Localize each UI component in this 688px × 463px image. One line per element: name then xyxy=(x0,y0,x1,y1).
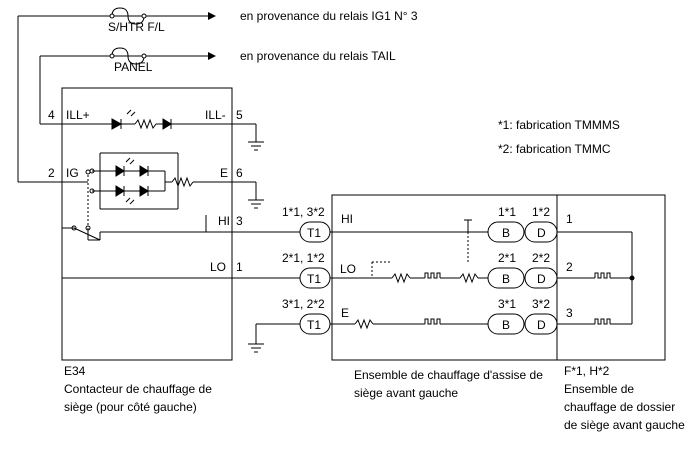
e-heater xyxy=(424,318,441,325)
fuse-panel-label: PANEL xyxy=(114,60,153,74)
t1-e-text: T1 xyxy=(307,318,322,332)
d2-text: D xyxy=(537,272,546,286)
pin-ig: IG xyxy=(66,166,79,180)
back-pin-3: 3 xyxy=(566,306,573,320)
source-tail: en provenance du relais TAIL xyxy=(240,49,396,63)
d3-label: 3*2 xyxy=(532,297,551,311)
b2-text: B xyxy=(502,272,511,286)
arrow-tail xyxy=(208,52,216,60)
arrow-ig1 xyxy=(208,12,216,20)
ig-led-3 xyxy=(115,185,125,197)
pin-4: 4 xyxy=(48,108,55,122)
pin-hi: HI xyxy=(218,214,230,228)
pin-e: E xyxy=(220,166,229,180)
back-pin-2: 2 xyxy=(566,260,573,274)
b3-text: B xyxy=(502,318,511,332)
b-connector-2 xyxy=(487,267,525,289)
cushion-lo-label: LO xyxy=(340,262,357,276)
pin-lo: LO xyxy=(210,260,227,274)
cushion-caption: Ensemble de chauffage d'assise de siège … xyxy=(354,368,543,400)
b3-label: 3*1 xyxy=(498,297,517,311)
fuse-panel xyxy=(111,47,145,65)
t1-top-label: 1*1, 3*2 xyxy=(282,205,325,219)
t1-mid-label: 2*1, 1*2 xyxy=(282,251,325,265)
back-caption: Ensemble de chauffage de dossier de sièg… xyxy=(564,382,685,432)
ig-led-4 xyxy=(139,185,149,197)
back-heater-lower xyxy=(594,318,611,325)
pin-5: 5 xyxy=(236,108,243,122)
cushion-e-label: E xyxy=(341,306,350,320)
note-1: *1: fabrication TMMMS xyxy=(498,118,620,132)
fuse-shtr xyxy=(111,7,145,25)
ill-led xyxy=(111,118,123,130)
pin-2: 2 xyxy=(48,166,55,180)
back-heater-upper xyxy=(594,272,611,279)
back-pin-1: 1 xyxy=(566,212,573,226)
d1-label: 1*2 xyxy=(532,205,551,219)
lo-resistor xyxy=(391,272,411,284)
back-code: F*1, H*2 xyxy=(564,364,610,378)
ig-led-1 xyxy=(115,165,125,177)
b2-label: 2*1 xyxy=(498,251,517,265)
b-connector-1 xyxy=(487,221,525,243)
e-resistor xyxy=(354,318,374,330)
b1-text: B xyxy=(502,226,511,240)
pin-1: 1 xyxy=(236,260,243,274)
ill-diode xyxy=(162,118,172,130)
lo-heater xyxy=(424,272,441,279)
switch-code: E34 xyxy=(64,364,86,378)
note-2: *2: fabrication TMMC xyxy=(498,142,611,156)
hi-resistor xyxy=(459,272,479,284)
switch-box xyxy=(61,87,233,361)
d1-text: D xyxy=(537,226,546,240)
fuse-shtr-label: S/HTR F/L xyxy=(108,20,165,34)
t1-hi-text: T1 xyxy=(307,226,322,240)
b-connector-3 xyxy=(487,313,525,335)
pin-ill-minus: ILL- xyxy=(205,108,226,122)
pin-6: 6 xyxy=(236,166,243,180)
ig-resistor xyxy=(171,176,194,188)
pin-3: 3 xyxy=(236,214,243,228)
d2-label: 2*2 xyxy=(532,251,551,265)
switch-caption: Contacteur de chauffage de siège (pour c… xyxy=(64,382,212,414)
source-ig1: en provenance du relais IG1 N° 3 xyxy=(240,9,418,23)
cushion-hi-label: HI xyxy=(341,212,353,226)
t1-lo-text: T1 xyxy=(307,272,322,286)
pin-ill-plus: ILL+ xyxy=(66,108,90,122)
t1-bot-label: 3*1, 2*2 xyxy=(282,297,325,311)
b1-label: 1*1 xyxy=(498,205,517,219)
d3-text: D xyxy=(537,318,546,332)
ig-led-2 xyxy=(139,165,149,177)
ill-resistor xyxy=(134,118,157,130)
